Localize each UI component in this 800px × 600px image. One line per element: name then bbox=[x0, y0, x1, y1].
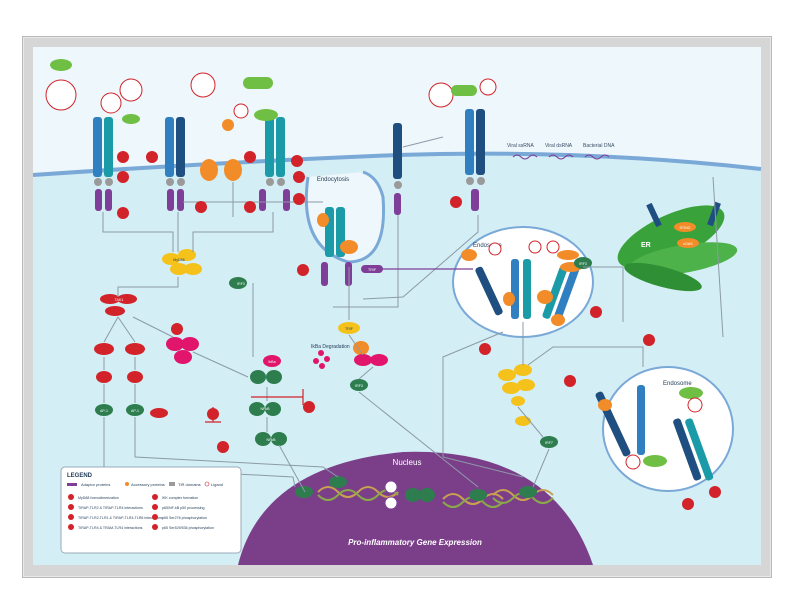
svg-text:AP-1: AP-1 bbox=[131, 409, 139, 413]
legend-swatch-tir bbox=[169, 482, 175, 486]
nucleus-label: Nucleus bbox=[393, 458, 422, 467]
legend-title: LEGEND bbox=[67, 473, 93, 479]
viral-ligands: Viral ssRNA Viral dsRNA Bacterial DNA bbox=[507, 143, 615, 149]
bacterial-dna-label: Bacterial DNA bbox=[583, 143, 615, 149]
svg-text:NFkB: NFkB bbox=[261, 407, 271, 411]
step-marker bbox=[564, 375, 576, 387]
legend-box bbox=[61, 467, 241, 553]
step-marker bbox=[643, 334, 655, 346]
legend-note: p65/NF-kB p50 processing bbox=[162, 506, 205, 510]
step-marker bbox=[291, 155, 303, 167]
ikba-degradation-label: IkBa Degradation bbox=[311, 344, 350, 350]
step-marker bbox=[217, 441, 229, 453]
svg-text:TRIF: TRIF bbox=[345, 327, 354, 331]
step-marker bbox=[590, 306, 602, 318]
svg-text:cGAS: cGAS bbox=[683, 242, 693, 246]
irf7-adaptor bbox=[515, 416, 531, 426]
legend-swatch-ligand bbox=[205, 482, 209, 486]
step-marker bbox=[117, 151, 129, 163]
svg-text:IRF3: IRF3 bbox=[579, 262, 587, 266]
legend-key-accessory: Accessory proteins bbox=[131, 482, 165, 487]
legend-note: MyD88 homodimerization bbox=[78, 496, 119, 500]
tlr-dimer-4 bbox=[393, 123, 402, 215]
tbk1-kinase-b bbox=[354, 354, 372, 366]
step-marker bbox=[479, 343, 491, 355]
legend-note: p65 Ser276 phosphorylation bbox=[162, 516, 207, 520]
svg-text:IRF7: IRF7 bbox=[545, 441, 553, 445]
svg-text:IRF3: IRF3 bbox=[355, 384, 363, 388]
viral-ssrna-label: Viral ssRNA bbox=[507, 143, 535, 149]
svg-text:TAK1: TAK1 bbox=[115, 298, 124, 302]
step-marker bbox=[146, 151, 158, 163]
er-label: ER bbox=[641, 242, 651, 249]
svg-text:TRIF: TRIF bbox=[368, 268, 377, 272]
viral-dsrna-label: Viral dsRNA bbox=[545, 143, 573, 149]
step-marker bbox=[171, 323, 183, 335]
step-marker bbox=[293, 171, 305, 183]
step-marker bbox=[450, 196, 462, 208]
svg-text:NFkB: NFkB bbox=[267, 438, 277, 442]
step-marker bbox=[207, 408, 219, 420]
legend: LEGEND Adaptor proteins Accessory protei… bbox=[61, 467, 241, 553]
legend-note: IKK complex formation bbox=[162, 496, 198, 500]
gene-expression-label: Pro-inflammatory Gene Expression bbox=[348, 538, 482, 547]
diagram-frame: Nucleus Pro-inflammatory Gene Expression… bbox=[22, 36, 772, 578]
svg-text:MyD88: MyD88 bbox=[173, 258, 184, 262]
svg-text:IkBa: IkBa bbox=[268, 360, 275, 364]
legend-note: TIRAP-TLR4 & TRAM-TLR4 interactions bbox=[78, 526, 143, 530]
step-marker bbox=[117, 207, 129, 219]
legend-key-tir: TIR domains bbox=[178, 482, 201, 487]
step-marker bbox=[682, 498, 694, 510]
step-marker bbox=[195, 201, 207, 213]
endosome-right-label: Endosome bbox=[663, 381, 692, 387]
legend-swatch-adaptor bbox=[67, 483, 77, 486]
svg-text:STING: STING bbox=[680, 226, 691, 230]
step-marker bbox=[709, 486, 721, 498]
svg-text:IRF3: IRF3 bbox=[237, 282, 245, 286]
step-marker bbox=[117, 171, 129, 183]
legend-note: TIRAP-TLR2-TLR1 & TIRAP-TLR4-TLR6 intera… bbox=[78, 516, 163, 520]
legend-key-ligand: Ligand bbox=[211, 482, 223, 487]
endocytosis-label: Endocytosis bbox=[317, 177, 349, 183]
legend-key-adaptor: Adaptor proteins bbox=[81, 482, 110, 487]
tbk1-kinase-a bbox=[370, 354, 388, 366]
legend-note: TIRAP-TLR2 & TIRAP-TLR4 interactions bbox=[78, 506, 143, 510]
legend-swatch-accessory bbox=[125, 482, 129, 486]
step-marker bbox=[244, 151, 256, 163]
pathway-diagram: Nucleus Pro-inflammatory Gene Expression… bbox=[23, 37, 771, 577]
svg-text:AP-1: AP-1 bbox=[100, 409, 108, 413]
step-marker bbox=[293, 193, 305, 205]
step-marker bbox=[244, 201, 256, 213]
legend-note: p65 Ser529/536 phosphorylation bbox=[162, 526, 214, 530]
step-marker bbox=[297, 264, 309, 276]
step-marker bbox=[303, 401, 315, 413]
